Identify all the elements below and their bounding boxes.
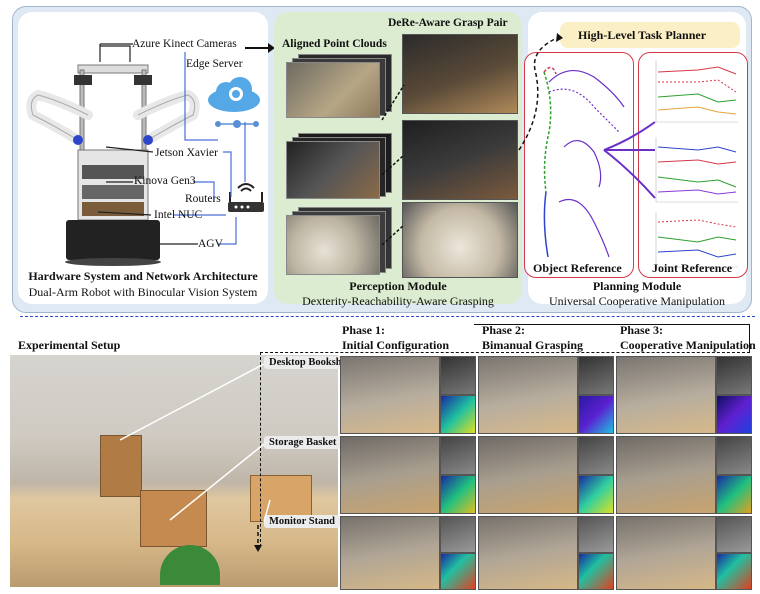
planning-title: Planning Module	[592, 279, 682, 293]
phase-photo-depth	[440, 516, 476, 553]
cloud-icon	[208, 77, 260, 112]
grasp-image-1	[402, 34, 518, 114]
hardware-connections	[97, 43, 246, 245]
phase-photo	[616, 356, 716, 434]
phase1-title: Phase 1:	[342, 323, 385, 337]
joint-reference-plots	[655, 60, 738, 268]
task-tag-bookshelf: Desktop Bookshelf	[264, 356, 358, 369]
perception-aligned-label: Aligned Point Clouds	[282, 38, 387, 50]
section-divider	[20, 316, 755, 317]
phase-timeline-left	[260, 352, 261, 547]
pointcloud-stack-2	[286, 133, 394, 199]
phase-photo	[478, 356, 578, 434]
phase-photo-depth	[440, 436, 476, 475]
planning-subtitle: Universal Cooperative Manipulation	[549, 294, 725, 308]
label-kinova: Kinova Gen3	[134, 175, 196, 187]
task-tag-monitor: Monitor Stand	[264, 515, 341, 528]
phase-photo-depth	[578, 395, 614, 434]
label-jetson: Jetson Xavier	[155, 147, 218, 159]
experimental-setup-photo	[10, 355, 338, 587]
phase2-desc: Bimanual Grasping	[482, 338, 584, 352]
task-planner-box	[560, 22, 740, 48]
robot-illustration	[26, 64, 200, 266]
phase-photo	[340, 516, 440, 590]
phase-photo-depth	[578, 356, 614, 395]
phase2-title: Phase 2:	[482, 323, 525, 337]
perception-subtitle: Dexterity-Reachability-Aware Grasping	[302, 294, 494, 308]
phase-photo-depth	[716, 475, 752, 514]
arrow-hw-to-perception	[245, 47, 270, 49]
label-cameras: Azure Kinect Cameras	[132, 38, 237, 50]
pointcloud-stack-3	[286, 207, 394, 275]
phase-photo-depth	[440, 395, 476, 434]
phase-photo	[340, 356, 440, 434]
phase-photo	[478, 516, 578, 590]
perception-grasp-label: DeRe-Aware Grasp Pair	[388, 17, 508, 29]
grasp-image-2	[402, 120, 518, 200]
grasp-image-3	[402, 202, 518, 278]
phase-photo-depth	[578, 475, 614, 514]
planning-arrows	[603, 121, 656, 199]
joint-reference-label: Joint Reference	[652, 261, 733, 275]
object-reference-label: Object Reference	[533, 261, 622, 275]
setup-label: Experimental Setup	[18, 338, 121, 352]
phase-photo-depth	[578, 436, 614, 475]
phase-photo	[478, 436, 578, 514]
task-tag-basket: Storage Basket	[264, 436, 342, 449]
phase3-desc: Cooperative Manipulation	[620, 338, 756, 352]
phase1-desc: Initial Configuration	[342, 338, 450, 352]
hardware-subtitle: Dual-Arm Robot with Binocular Vision Sys…	[28, 285, 258, 299]
task-planner-label: High-Level Task Planner	[578, 28, 707, 42]
phase-photo-depth	[716, 395, 752, 434]
joint-reference-box	[638, 52, 748, 278]
hardware-title: Hardware System and Network Architecture	[28, 269, 258, 283]
phase-timeline	[260, 352, 750, 353]
router-icon	[228, 183, 264, 212]
phase-photo-depth	[578, 553, 614, 590]
phase-photo-depth	[440, 356, 476, 395]
phase-photo-depth	[440, 475, 476, 514]
phase-photo-depth	[716, 356, 752, 395]
label-edge: Edge Server	[186, 58, 243, 70]
phase-photo	[340, 436, 440, 514]
phase-photo	[616, 436, 716, 514]
network-nodes	[215, 120, 259, 128]
phase-divider-3	[749, 324, 750, 352]
connector-perception-planner	[518, 33, 563, 151]
object-trajectory-plots	[543, 66, 625, 258]
phase-photo	[616, 516, 716, 590]
phase-divider-2	[474, 324, 750, 325]
label-nuc: Intel NUC	[154, 209, 203, 221]
phase-photo-depth	[578, 516, 614, 553]
arrowhead-icon	[268, 43, 275, 53]
phase-photo-depth	[716, 516, 752, 553]
pointcloud-stack-1	[286, 54, 394, 118]
phase3-title: Phase 3:	[620, 323, 663, 337]
label-routers: Routers	[185, 193, 221, 205]
label-agv: AGV	[198, 238, 223, 250]
perception-arrows	[381, 84, 405, 246]
object-reference-box	[524, 52, 634, 278]
phase-photo-depth	[440, 553, 476, 590]
perception-title: Perception Module	[349, 279, 447, 293]
phase-photo-depth	[716, 436, 752, 475]
phase-photo-depth	[716, 553, 752, 590]
